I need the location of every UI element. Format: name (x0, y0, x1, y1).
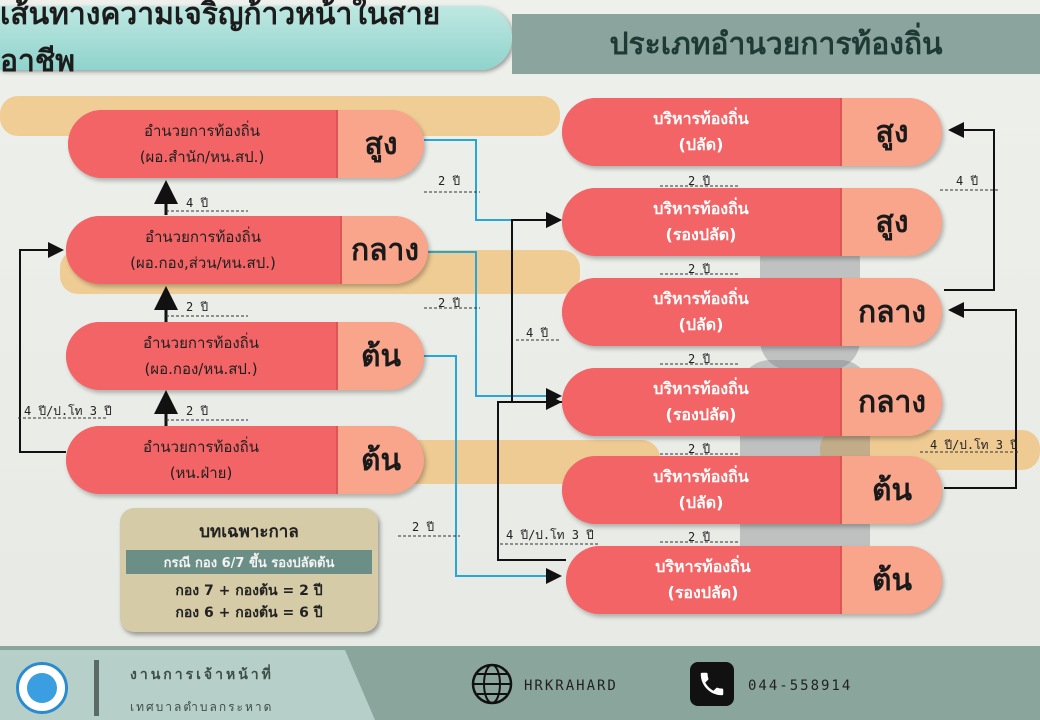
duration-label: 4 ปี/ป.โท 3 ปี (24, 404, 112, 418)
left-box-high: อำนวยการท้องถิ่น (ผอ.สำนัก/หน.สป.) สูง (68, 110, 424, 178)
right-box-4: บริหารท้องถิ่น (รองปลัด) กลาง (562, 368, 942, 436)
exception-line: กอง 6 + กองต้น = 6 ปี (175, 605, 323, 621)
org-name: เทศบาลตำบลกระหาด (130, 700, 274, 714)
box-line2: (ปลัด) (678, 493, 724, 512)
globe-icon (471, 663, 513, 705)
duration-label: 4 ปี/ป.โท 3 ปี (930, 438, 1018, 452)
exception-panel: บทเฉพาะกาล กรณี กอง 6/7 ขึ้น รองปลัดต้น … (120, 508, 378, 632)
right-box-3: บริหารท้องถิ่น (ปลัด) กลาง (562, 278, 942, 346)
box-line2: (หน.ฝ่าย) (169, 464, 233, 482)
right-box-5: บริหารท้องถิ่น (ปลัด) ต้น (562, 456, 942, 524)
website-text[interactable]: HRKRAHARD (524, 678, 618, 694)
box-line1: บริหารท้องถิ่น (653, 289, 749, 308)
box-line2: (รองปลัด) (665, 225, 737, 244)
level-label: สูง (840, 188, 942, 256)
level-label: ต้น (840, 546, 942, 614)
box-line1: บริหารท้องถิ่น (653, 467, 749, 486)
exception-heading: บทเฉพาะกาล (199, 522, 299, 542)
box-line1: อำนวยการท้องถิ่น (142, 438, 259, 456)
right-box-1: บริหารท้องถิ่น (ปลัด) สูง (562, 98, 942, 166)
phone-number[interactable]: 044-558914 (748, 678, 853, 694)
duration-label: 2 ปี (688, 530, 711, 544)
box-line2: (ปลัด) (678, 135, 724, 154)
level-label: ต้น (336, 426, 424, 494)
duration-label: 4 ปี/ป.โท 3 ปี (506, 528, 594, 542)
box-line2: (ผอ.สำนัก/หน.สป.) (139, 148, 265, 166)
dept-name: งานการเจ้าหน้าที่ (130, 667, 274, 683)
exception-bar: กรณี กอง 6/7 ขึ้น รองปลัดต้น (126, 550, 372, 574)
section-title: ประเภทอำนวยการท้องถิ่น (512, 14, 1040, 74)
duration-label: 2 ปี (688, 174, 711, 188)
phone-icon (690, 662, 734, 706)
left-box-mid: อำนวยการท้องถิ่น (ผอ.กอง,ส่วน/หน.สป.) กลา… (66, 216, 428, 284)
box-line1: บริหารท้องถิ่น (655, 557, 751, 576)
box-line2: (ปลัด) (678, 315, 724, 334)
duration-label: 2 ปี (438, 174, 461, 188)
org-logo (16, 662, 68, 714)
box-line1: บริหารท้องถิ่น (653, 379, 749, 398)
box-line2: (รองปลัด) (667, 583, 739, 602)
box-line2: (ผอ.กอง/หน.สป.) (144, 360, 258, 378)
box-line2: (ผอ.กอง,ส่วน/หน.สป.) (130, 254, 276, 272)
level-label: กลาง (340, 216, 428, 284)
level-label: สูง (840, 98, 942, 166)
level-label: ต้น (840, 456, 942, 524)
duration-label: 2 ปี (412, 520, 435, 534)
duration-label: 4 ปี (526, 326, 549, 340)
duration-label: 2 ปี (186, 404, 209, 418)
duration-label: 2 ปี (438, 296, 461, 310)
box-line1: อำนวยการท้องถิ่น (142, 334, 259, 352)
left-box-low-2: อำนวยการท้องถิ่น (หน.ฝ่าย) ต้น (66, 426, 424, 494)
level-label: สูง (336, 110, 424, 178)
right-box-6: บริหารท้องถิ่น (รองปลัด) ต้น (566, 546, 942, 614)
box-line1: อำนวยการท้องถิ่น (144, 228, 261, 246)
left-box-low-1: อำนวยการท้องถิ่น (ผอ.กอง/หน.สป.) ต้น (66, 322, 424, 390)
divider (94, 660, 99, 716)
box-line1: บริหารท้องถิ่น (653, 199, 749, 218)
box-line2: (รองปลัด) (665, 405, 737, 424)
duration-label: 2 ปี (688, 262, 711, 276)
level-label: ต้น (336, 322, 424, 390)
duration-label: 2 ปี (186, 300, 209, 314)
level-label: กลาง (840, 368, 942, 436)
level-label: กลาง (840, 278, 942, 346)
duration-label: 2 ปี (688, 352, 711, 366)
box-line1: บริหารท้องถิ่น (653, 109, 749, 128)
duration-label: 4 ปี (186, 196, 209, 210)
box-line1: อำนวยการท้องถิ่น (143, 122, 260, 140)
duration-label: 2 ปี (688, 442, 711, 456)
duration-label: 4 ปี (956, 174, 979, 188)
exception-line: กอง 7 + กองต้น = 2 ปี (175, 583, 323, 599)
right-box-2: บริหารท้องถิ่น (รองปลัด) สูง (562, 188, 942, 256)
